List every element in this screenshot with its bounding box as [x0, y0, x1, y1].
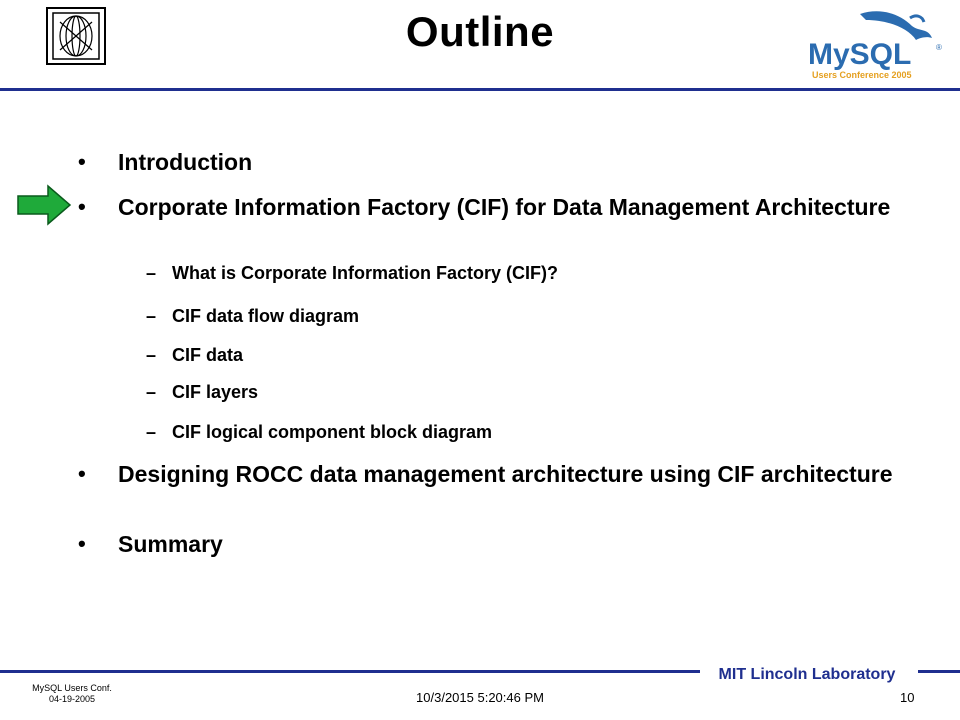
- page-number: 10: [900, 690, 915, 705]
- current-section-arrow-icon: [17, 184, 72, 226]
- bullet-marker: •: [78, 461, 86, 486]
- sub-item-block-diagram: CIF logical component block diagram: [172, 422, 493, 442]
- sub-marker: –: [146, 345, 157, 365]
- bullet-summary: Summary: [118, 531, 223, 557]
- footer-divider-right: [918, 670, 960, 673]
- sub-marker: –: [146, 263, 157, 283]
- sub-marker: –: [146, 422, 157, 442]
- bullet-introduction: Introduction: [118, 149, 253, 175]
- sub-marker: –: [146, 382, 157, 402]
- footer-divider-left: [0, 670, 700, 673]
- sub-item-cif-layers: CIF layers: [172, 382, 259, 402]
- lincoln-lab-logo: [46, 7, 106, 65]
- mysql-conference-subtitle: Users Conference 2005: [812, 70, 912, 80]
- bullet-cif: Corporate Information Factory (CIF) for …: [118, 194, 891, 220]
- mysql-wordmark: MySQL: [808, 38, 911, 71]
- bullet-marker: •: [78, 531, 86, 556]
- bullet-marker: •: [78, 149, 86, 174]
- conference-label: MySQL Users Conf. 04-19-2005: [22, 683, 122, 705]
- conference-date: 04-19-2005: [48, 694, 96, 704]
- bullet-designing-rocc: Designing ROCC data management architect…: [118, 461, 893, 487]
- sub-item-cif-data: CIF data: [172, 345, 244, 365]
- sub-item-data-flow: CIF data flow diagram: [172, 306, 360, 326]
- sub-item-what-is-cif: What is Corporate Information Factory (C…: [172, 263, 559, 283]
- sub-marker: –: [146, 306, 157, 326]
- header-divider: [0, 88, 960, 91]
- slide-title: Outline: [405, 8, 555, 55]
- bullet-marker: •: [78, 194, 86, 219]
- svg-text:®: ®: [936, 43, 942, 52]
- conference-name: MySQL Users Conf.: [32, 683, 112, 693]
- footer-datetime: 10/3/2015 5:20:46 PM: [416, 690, 544, 705]
- mysql-conference-logo: MySQL ® Users Conference 2005: [808, 11, 942, 80]
- lab-name: MIT Lincoln Laboratory: [718, 666, 896, 683]
